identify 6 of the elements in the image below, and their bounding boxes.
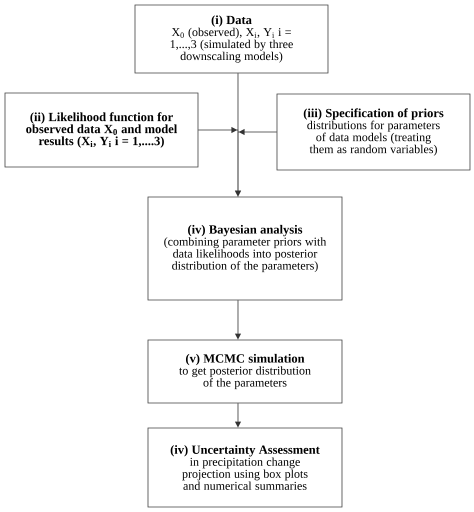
process-box: (iv) Bayesian analysis (combining parameter priors with data likelihoods into posterior distribution of the parameters) [148, 196, 342, 300]
process-box: (iv) Uncertainty Assessment in precipitation change projection using box plots and numerical summaries [148, 428, 342, 508]
process-box: (i) Data X$_{0}$ (observed), X$_{i}$, Y$_{i}$ i = 1,...,3 (simulated by three downscaling models) [134, 4, 328, 74]
process-box: (iii) Specification of priors distributions for parameters of data models (treating them as random variables) [276, 94, 470, 170]
process-box: (ii) Likelihood function for observed data X$_{0}$ and model results (X$_{i}$, Y$_{i}$ i = 1,....3) [4, 92, 198, 168]
process-box: (v) MCMC simulation to get posterior distribution of the parameters [148, 340, 342, 404]
